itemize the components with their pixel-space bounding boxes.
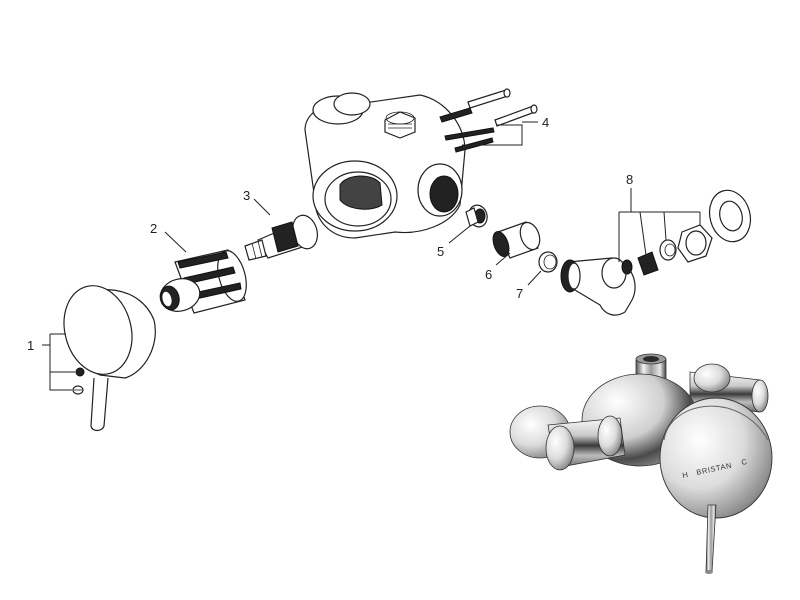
callout-6: 6	[485, 267, 492, 282]
valve-body	[304, 92, 466, 239]
callout-2-leader	[164, 231, 187, 253]
callout-2: 2	[150, 221, 157, 236]
callout-5: 5	[437, 244, 444, 259]
callout-6-leader	[495, 252, 511, 266]
callout-1: 1	[27, 338, 34, 353]
callout-4: 4	[542, 115, 549, 130]
part-5-check-valve	[465, 204, 488, 228]
part-3-spindle	[244, 214, 318, 261]
part-8-elbow-assembly	[560, 189, 752, 316]
callout-3: 3	[243, 188, 250, 203]
part-7-washer	[538, 251, 558, 273]
part-2-cartridge	[159, 249, 247, 314]
callout-5-leader	[448, 225, 471, 244]
assembled-shower-valve	[509, 353, 773, 574]
callout-8: 8	[626, 172, 633, 187]
callout-7-leader	[527, 270, 542, 286]
callout-1-leader	[42, 333, 75, 391]
part-1-lever-handle	[63, 285, 156, 432]
part-6-filter-sleeve	[492, 221, 541, 259]
callout-4-leader	[462, 121, 538, 146]
hot-marking: H	[682, 470, 690, 480]
callout-7: 7	[516, 286, 523, 301]
cold-marking: C	[741, 457, 749, 467]
callout-3-leader	[253, 198, 271, 216]
callout-8-leader	[618, 188, 701, 262]
